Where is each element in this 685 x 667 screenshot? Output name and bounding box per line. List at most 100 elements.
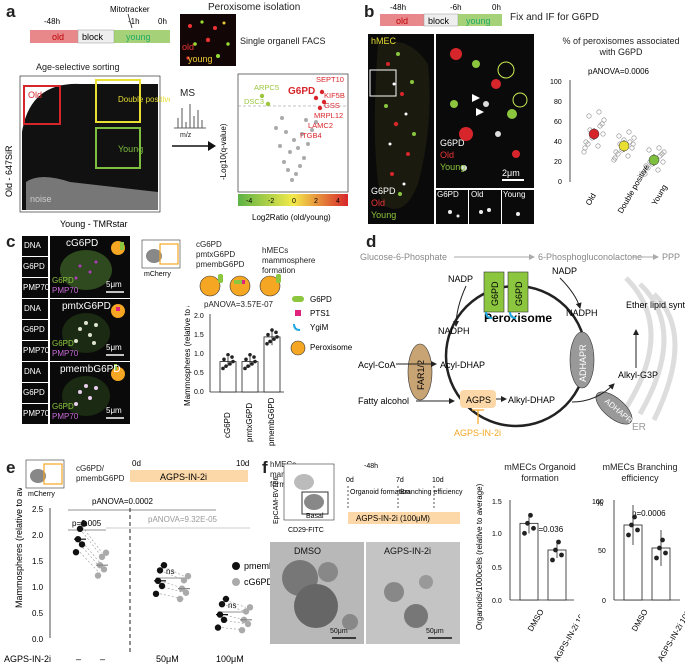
panel-label-e: e: [6, 458, 16, 477]
c-bar: [219, 361, 237, 393]
enzyme-agps: AGPS: [466, 395, 491, 405]
gene-sept10: SEPT10: [316, 75, 344, 84]
gene-mrpl12: MRPL12: [314, 111, 343, 120]
f-plot1-xl-1: DMSO: [526, 608, 546, 633]
c-legend: G6PD PTS1 YgiM Peroxisome: [290, 295, 353, 356]
b-point-double-positive: [630, 141, 636, 147]
e-pair-line: [79, 551, 103, 576]
f-plot2-xl-1: DMSO: [630, 608, 650, 633]
timeline-box-young: young: [126, 32, 151, 42]
panel-label-f: f: [262, 458, 268, 477]
f-dmso-image: DMSO 50μm: [270, 542, 364, 644]
f-plot2-tick-100: 100: [592, 499, 604, 506]
gene-arpc5: ARPC5: [254, 83, 279, 92]
b-ytick-80: 80: [554, 99, 562, 106]
c-ytick-00: 0.0: [194, 389, 204, 396]
c-row2-g6pd-label: G6PD: [23, 325, 45, 334]
f-plot1-p: p=0.036: [534, 525, 564, 534]
c-point: [266, 332, 270, 337]
e-dose-1: –: [76, 654, 81, 664]
c-legend-ygim: YgiM: [310, 323, 329, 332]
c-constructs: cG6PD pmtxG6PD pmembG6PD: [196, 240, 244, 270]
c-point: [226, 352, 230, 357]
met-nadp-r: NADP: [552, 266, 577, 276]
b-inset-g6pd: G6PD: [436, 190, 468, 224]
b-point-double-positive: [626, 129, 632, 135]
c-point: [268, 339, 272, 344]
b-point-young: [660, 159, 666, 165]
e-p-anova-2: pANOVA=9.32E-05: [148, 515, 218, 524]
b-ytick-100: 100: [550, 79, 562, 86]
panel-label-b: b: [364, 2, 375, 21]
e-point-pmemb: [156, 567, 164, 574]
e-point-c: [98, 553, 106, 561]
b-zoom-ch-young: Young: [440, 162, 466, 172]
met-ppp: PPP: [662, 252, 680, 262]
b-mean-point: [618, 140, 630, 152]
volcano-tick-5: 4: [336, 198, 340, 205]
c-ytick-20: 2.0: [194, 313, 204, 320]
b-cat-old: Old: [584, 192, 598, 207]
c-construct-3: pmembG6PD: [196, 260, 245, 269]
e-legend-c: cG6PD: [244, 577, 274, 587]
c-row2-scalebar: 5μm: [106, 343, 122, 352]
f-plot2-tick-50: 50: [598, 548, 606, 555]
timeline-box-block: block: [82, 32, 104, 42]
f-plot1-point: [550, 557, 555, 563]
e-ytick-15: 1.5: [32, 557, 44, 566]
f-plot2-xl-2: AGPS-IN-2i 100μM: [656, 599, 685, 663]
b-point-double-positive: [613, 149, 619, 155]
b-point-young: [643, 163, 649, 169]
e-pair-line: [159, 570, 185, 581]
c-row2-merge-pmp70: PMP70: [52, 349, 79, 358]
c-point: [228, 362, 232, 366]
e-treatment: AGPS-IN-2i: [160, 472, 207, 482]
b-zoom-ch-old: Old: [440, 150, 455, 160]
f-gate: Basal: [306, 513, 324, 520]
volcano-x-label: Log2Ratio (old/young): [252, 213, 331, 222]
e-construct: cG6PD/ pmembG6PD: [76, 464, 125, 483]
c-point: [248, 352, 252, 357]
b-point-young: [642, 171, 648, 177]
f-dmso-scalebar: 50μm: [330, 628, 348, 635]
f-plot1: Organoids/1000cells (relative to average…: [475, 483, 580, 663]
panel-a-timeline: Mitotracker -48h -1h 0h old block young: [30, 5, 170, 44]
e-ns-1: ns: [166, 567, 174, 576]
pathway-diagram: ER Peroxisome Glucose-6-Phosphate 6-Phos…: [358, 252, 685, 438]
c-point: [252, 355, 256, 359]
gene-lamc2: LAMC2: [308, 121, 333, 130]
timeline-t3: 0h: [158, 17, 167, 26]
c-row2-g6pd: G6PD: [22, 320, 48, 340]
e-point-c: [94, 572, 102, 579]
f-plot2-y: %: [596, 499, 603, 508]
c-row1-dna-label: DNA: [24, 241, 41, 250]
e-point-pmemb: [214, 624, 222, 631]
b-point-double-positive: [612, 155, 618, 161]
f-plot1-point: [531, 525, 536, 531]
gene-gss: GSS: [324, 101, 340, 110]
c-point: [246, 364, 250, 368]
met-nadph-l: NADPH: [438, 326, 470, 336]
b-point-double-positive: [629, 145, 635, 151]
b-point-young: [646, 147, 652, 153]
f-plot1-tick-15: 1.5: [492, 499, 502, 506]
e-point-c: [100, 566, 108, 573]
f-plot1-point: [556, 539, 561, 545]
f-plot1-title: mMECs Organoid formation: [504, 462, 576, 483]
c-point: [244, 357, 248, 362]
e-dose-4: 100μM: [216, 654, 244, 664]
hmec-label: hMEC: [371, 36, 397, 46]
hmec-zoom-micrograph: G6PD Old Young 2μm: [436, 34, 534, 188]
b-point-double-positive: [616, 133, 622, 139]
timeline-box-old: old: [52, 32, 64, 42]
c-xlabel-1: cG6PD: [223, 412, 232, 438]
e-point-c: [180, 577, 188, 584]
enzyme-far: FAR1/2: [416, 360, 426, 390]
b-point-double-positive: [631, 135, 637, 141]
met-nadp-l: NADP: [448, 274, 473, 284]
f-plot2: % 100 50 0 p=0.0006 DMSO AGPS-IN-2i 100μ…: [592, 499, 685, 663]
c-facs-mini: mCherry: [141, 239, 181, 278]
c-row1-scalebar: 5μm: [106, 280, 122, 289]
c-row2-dna: DNA: [22, 299, 48, 319]
b-point-old: [586, 113, 592, 119]
